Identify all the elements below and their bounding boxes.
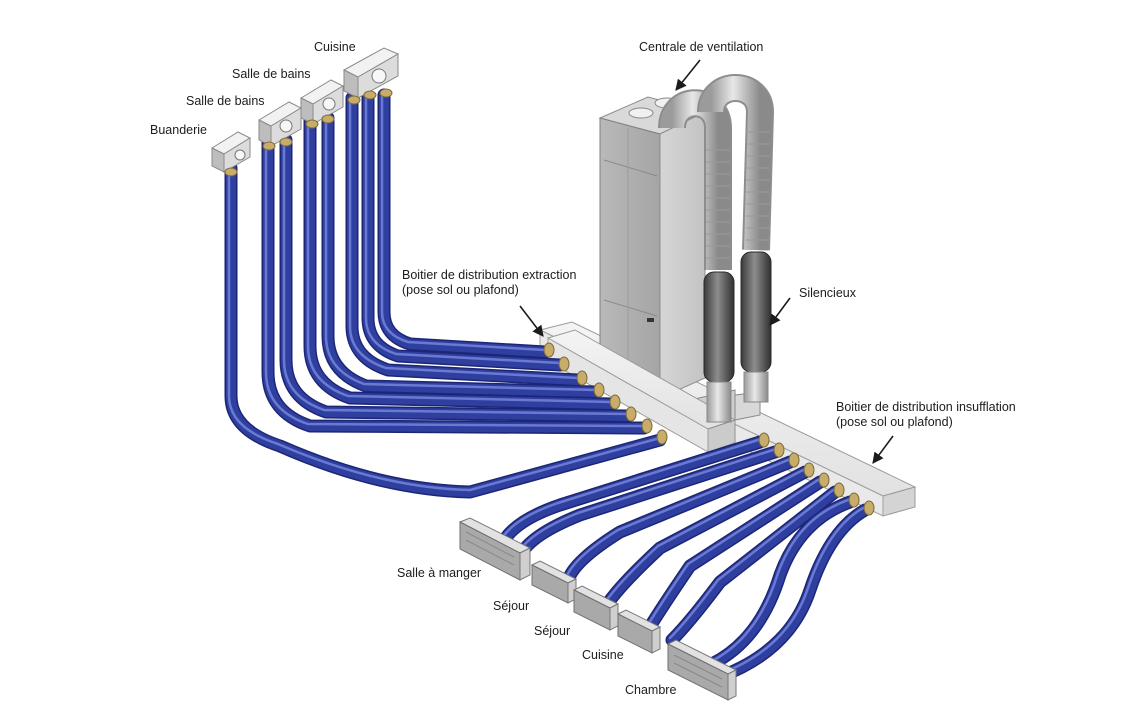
room-label-sejour-2: Séjour: [534, 624, 571, 638]
label-silencer: Silencieux: [799, 286, 856, 300]
supply-box-line1: Boitier de distribution insufflation: [836, 400, 1016, 414]
label-supply-box: Boitier de distribution insufflation (po…: [836, 400, 1016, 430]
room-label-salle-a-manger: Salle à manger: [397, 566, 482, 580]
room-label-sejour-1: Séjour: [493, 599, 530, 613]
unit-flex-ducts: [658, 74, 775, 423]
callout-arrows: [519, 59, 894, 464]
extraction-fittings: [543, 342, 668, 445]
extraction-terminals: [210, 47, 400, 177]
room-label-cuisine-extract: Cuisine: [314, 40, 356, 54]
supply-box-line2: (pose sol ou plafond): [836, 415, 953, 429]
supply-fittings: [758, 432, 875, 516]
extraction-ducts: [224, 88, 667, 499]
room-label-buanderie: Buanderie: [150, 123, 207, 137]
label-ventilation-unit: Centrale de ventilation: [639, 40, 764, 54]
extraction-box-line2: (pose sol ou plafond): [402, 283, 519, 297]
extraction-distribution-box: [546, 329, 737, 453]
room-label-salle-de-bains-1: Salle de bains: [232, 67, 311, 81]
label-extraction-box: Boitier de distribution extraction (pose…: [402, 268, 576, 298]
extraction-box-line1: Boitier de distribution extraction: [402, 268, 577, 282]
supply-grilles: [458, 517, 738, 701]
room-label-cuisine-supply: Cuisine: [582, 648, 624, 662]
room-label-chambre: Chambre: [625, 683, 677, 697]
room-label-salle-de-bains-2: Salle de bains: [186, 94, 265, 108]
